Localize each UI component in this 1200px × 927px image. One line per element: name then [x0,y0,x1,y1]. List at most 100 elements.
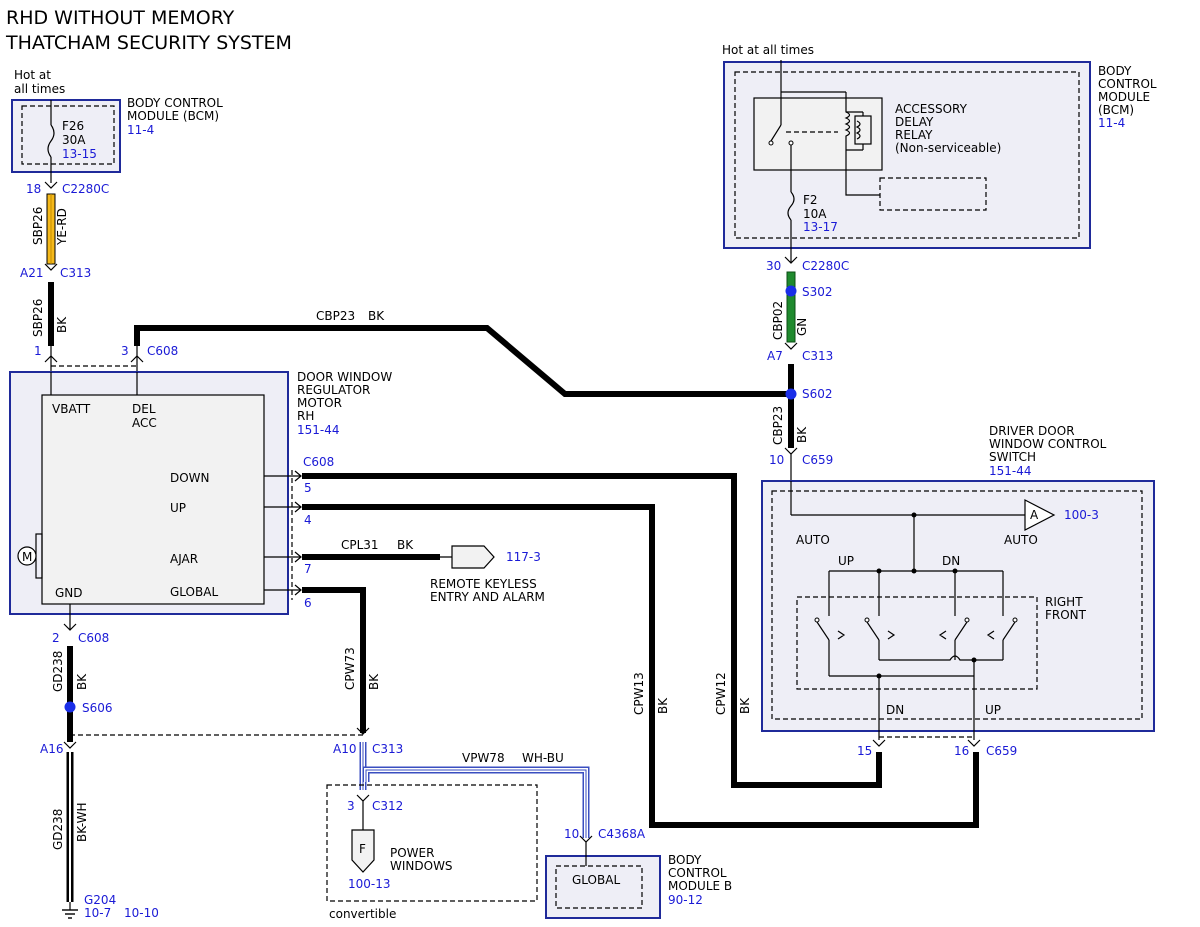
motor-m-icon [17,546,37,566]
conn-pin-10: 10 [769,453,784,467]
bcm-right-label-3: MODULE [1098,90,1150,104]
wire-cpw73-circuit: CPW73 [343,647,357,690]
ajar-destination-arrow-icon [440,545,495,569]
splice-s302-dot [785,285,797,297]
motor-conn-pin-3: 3 [121,344,129,358]
pw-conn-c312: C312 [372,799,403,813]
fuse-f26-label: F26 [62,119,84,133]
bcm-right-inner [734,71,1080,239]
wire-cbp23-right-color: BK [795,426,809,443]
bcmb-conn-name: C4368A [598,827,646,841]
conn-pin-a21: A21 [20,266,43,280]
motor-label-4: RH [297,409,314,423]
wire-cbp23-top-circuit: CBP23 [316,309,355,323]
wire-cpw12-color: BK [738,697,752,714]
motor-pin-down: DOWN [170,471,210,485]
wire-sbp26-circuit-2: SBP26 [31,299,45,337]
wire-cpl31-circuit: CPL31 [341,538,379,552]
conn-pin-a7: A7 [767,349,783,363]
connector-c659-pin16 [967,739,981,747]
switch-label-1: DRIVER DOOR [989,424,1075,438]
connector-c313-a16 [63,741,77,749]
switch-label-3: SWITCH [989,450,1036,464]
convertible-label: convertible [329,907,396,921]
wire-cbp02-color: GN [795,318,809,336]
relay-label-2: DELAY [895,115,934,129]
motor-conn-pin-1: 1 [34,344,42,358]
power-windows-convertible-box [326,784,538,902]
switch-pin-16: 16 [954,744,969,758]
wire-gd238-circuit-2: GD238 [51,809,65,850]
motor-label-3: MOTOR [297,396,342,410]
wire-sbp26-circuit-1: SBP26 [31,207,45,245]
bcm-right-label-4: (BCM) [1098,103,1134,117]
splice-s602: S602 [802,387,833,401]
wire-cpw12-up [302,504,979,828]
switch-label-2: WINDOW CONTROL [989,437,1107,451]
fuse-f26-symbol [47,124,55,158]
bcm-left-label-1: BODY CONTROL [127,96,223,110]
wire-cpw13-circuit: CPW13 [632,672,646,715]
connector-c2280c-left [44,181,58,189]
wire-cbp02-gn [786,271,796,343]
wire-cpw13-down [302,473,882,788]
connector-c659-pin15 [872,739,886,747]
fuse-f2-label: F2 [803,193,818,207]
switch-bottom-up: UP [985,703,1001,717]
motor-conn-c608-top: C608 [147,344,178,358]
conn-pin-30: 30 [766,259,781,273]
motor-conn-c608-right: C608 [303,455,334,469]
bcm-right-ref: 11-4 [1098,116,1125,130]
conn-c313-left-name: C313 [60,266,91,280]
bcmb-box [545,855,661,919]
conn-c313-a7-name: C313 [802,349,833,363]
wire-vpw78-color: WH-BU [522,751,564,765]
motor-pin-up: UP [170,501,186,515]
wire-cpw73-color: BK [367,673,381,690]
hot-label-left-2: all times [14,82,65,96]
switch-auto-right: AUTO [1004,533,1038,547]
connector-c312 [356,794,370,802]
conn-c2280c-left-name: C2280C [62,182,109,196]
motor-pin-del: DEL [132,402,156,416]
bcm-left-label-2: MODULE (BCM) [127,109,219,123]
switch-ref: 151-44 [989,464,1032,478]
power-windows-arrow-icon [351,829,375,873]
bcmb-label-1: BODY [668,853,702,867]
ground-ref-1: 10-7 [84,906,111,920]
connector-c2280c-right [784,256,798,264]
fuse-f26-ref: 13-15 [62,147,97,161]
ground-symbol-icon [62,909,78,919]
conn-pin-a10: A10 [333,742,356,756]
wire-vpw78-circuit: VPW78 [462,751,505,765]
wire-cpw13-color: BK [656,697,670,714]
switch-up-label: UP [838,554,854,568]
motor-pin-4: 4 [304,513,312,527]
switch-contacts-icon [814,571,1018,740]
bcmb-global: GLOBAL [572,873,620,887]
bcmb-inner [555,865,643,909]
right-front-label-1: RIGHT [1045,595,1083,609]
switch-a-letter: A [1030,508,1039,522]
splice-s602-dot [785,388,797,400]
relay-label-4: (Non-serviceable) [895,141,1001,155]
motor-pin-gnd: GND [55,586,83,600]
wire-vpw78-wh-bu [359,742,590,838]
wire-cbp23-right-circuit: CBP23 [771,406,785,445]
wire-cpw12-circuit: CPW12 [714,672,728,715]
pw-symbol: F [359,842,366,856]
relay-switch-contact [770,124,782,142]
motor-pin-ajar: AJAR [170,552,198,566]
ajar-dest-2: ENTRY AND ALARM [430,590,545,604]
bcmb-label-3: MODULE B [668,879,732,893]
switch-pin-15: 15 [857,744,872,758]
bcm-left-ref: 11-4 [127,123,154,137]
connector-c313-a7 [784,342,798,350]
switch-inner [771,490,1143,720]
relay-control-box [879,177,987,211]
wire-cpw73 [302,587,366,733]
motor-pin-6: 6 [304,596,312,610]
fuse-f2-symbol [787,191,795,221]
motor-m-symbol: M [22,550,32,564]
